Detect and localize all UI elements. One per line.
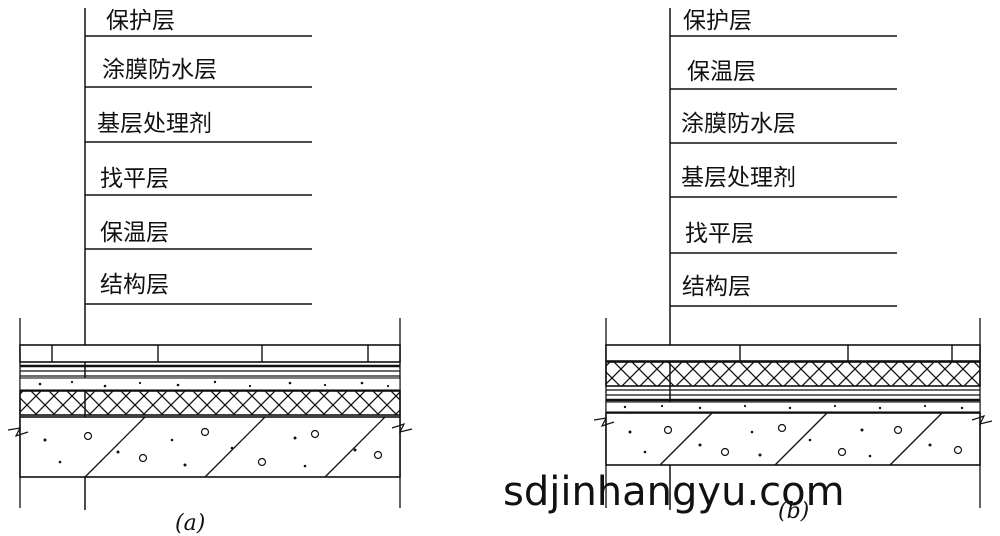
layer-label-b-2: 保温层 <box>687 59 756 85</box>
diagram-b: 保护层 保温层 涂膜防水层 基层处理剂 找平层 结构层 <box>593 8 993 524</box>
screed-layer-a <box>19 377 401 391</box>
layer-label-a-5: 保温层 <box>100 220 169 246</box>
structure-layer-b <box>593 412 993 466</box>
layer-label-b-5: 找平层 <box>685 221 754 247</box>
protective-layer-b <box>605 344 981 362</box>
watermark-text: sdjinhangyu.com <box>503 469 845 515</box>
structure-layer-a <box>7 416 413 478</box>
layer-label-a-6: 结构层 <box>100 272 169 298</box>
layer-label-a-4: 找平层 <box>100 166 169 192</box>
insulation-layer-b <box>605 361 981 387</box>
layer-label-b-3: 涂膜防水层 <box>681 111 796 137</box>
layer-label-a-3: 基层处理剂 <box>97 111 212 137</box>
membrane-lines-b <box>606 389 980 402</box>
protective-layer-a <box>19 344 401 363</box>
label-separators-b <box>670 35 897 307</box>
layer-label-b-1: 保护层 <box>683 8 752 34</box>
membrane-lines-a <box>20 364 400 377</box>
layer-label-a-2: 涂膜防水层 <box>102 57 217 83</box>
caption-a: (a) <box>175 511 205 536</box>
layer-label-b-6: 结构层 <box>682 274 751 300</box>
layer-label-a-1: 保护层 <box>106 8 175 34</box>
label-separators-a <box>85 35 312 305</box>
insulation-layer-a <box>19 390 401 416</box>
screed-layer-b <box>605 401 981 413</box>
diagram-a: 保护层 涂膜防水层 基层处理剂 找平层 保温层 结构层 <box>7 8 413 536</box>
layer-label-b-4: 基层处理剂 <box>681 165 796 191</box>
caption-b: (b) <box>778 499 809 524</box>
